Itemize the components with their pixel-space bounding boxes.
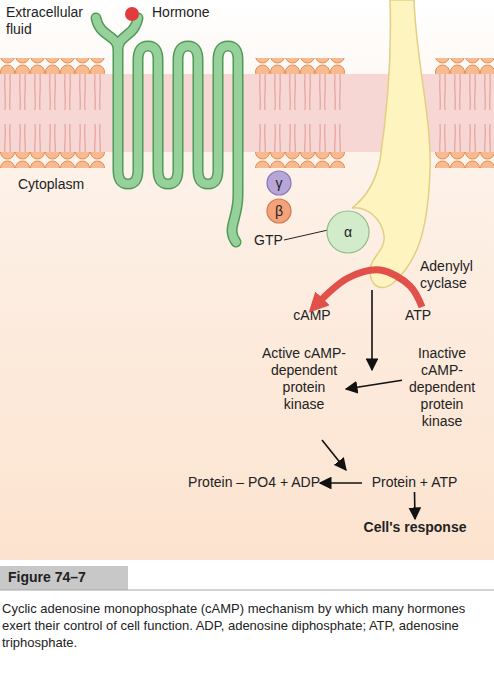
kinase-state: Active cAMP-dependent protein kinase bbox=[262, 345, 346, 433]
alpha-subunit: α bbox=[326, 210, 370, 254]
subunit-circle bbox=[267, 199, 291, 223]
node-text: Protein + ATP bbox=[362, 474, 467, 491]
node-text: α bbox=[344, 224, 352, 241]
node-text: Active cAMP-dependent protein kinase bbox=[262, 345, 346, 413]
hormone-molecule bbox=[125, 7, 139, 21]
activation-arrow bbox=[371, 290, 373, 370]
reaction-products: Protein – PO4 + ADP bbox=[150, 474, 320, 492]
receptor-protein bbox=[96, 18, 238, 242]
molecule-label: cAMP bbox=[290, 307, 334, 325]
flow-arrow bbox=[346, 380, 402, 389]
cytoplasm-region bbox=[0, 0, 494, 560]
leader-line bbox=[284, 230, 328, 240]
figure-number: Figure 74–7 bbox=[8, 569, 86, 586]
molecule-label: GTP bbox=[254, 232, 286, 249]
node-text: cAMP bbox=[290, 307, 334, 324]
subunit-circle bbox=[327, 211, 369, 253]
figure-label-band bbox=[0, 566, 128, 590]
rule-line bbox=[0, 590, 494, 591]
node-text: β bbox=[275, 203, 283, 220]
molecule-label: ATP bbox=[398, 307, 438, 325]
protein-label: Adenylyl cyclase bbox=[420, 258, 492, 292]
flow-arrow bbox=[320, 482, 362, 484]
catalysis-arrow bbox=[322, 440, 346, 470]
cell-response: Cell's response bbox=[350, 519, 480, 539]
node-text: γ bbox=[276, 175, 283, 192]
conversion-arrow bbox=[314, 270, 422, 307]
node-text: Protein – PO4 + ADP bbox=[150, 474, 320, 491]
region-label: Cytoplasm bbox=[18, 176, 108, 193]
molecule-label: Hormone bbox=[152, 4, 232, 21]
flow-arrow bbox=[414, 492, 416, 519]
region-label: Extracellular fluid bbox=[6, 4, 101, 38]
subunit-circle bbox=[267, 171, 291, 195]
figure-caption: Cyclic adenosine monophosphate (cAMP) me… bbox=[2, 600, 490, 651]
beta-subunit: β bbox=[266, 198, 292, 224]
node-text: Cell's response bbox=[350, 519, 480, 536]
node-text: ATP bbox=[398, 307, 438, 324]
gamma-subunit: γ bbox=[266, 170, 292, 196]
node-text: Inactive cAMP-dependent protein kinase bbox=[402, 345, 482, 430]
kinase-state: Inactive cAMP-dependent protein kinase bbox=[402, 345, 482, 433]
reaction-substrates: Protein + ATP bbox=[362, 474, 467, 492]
